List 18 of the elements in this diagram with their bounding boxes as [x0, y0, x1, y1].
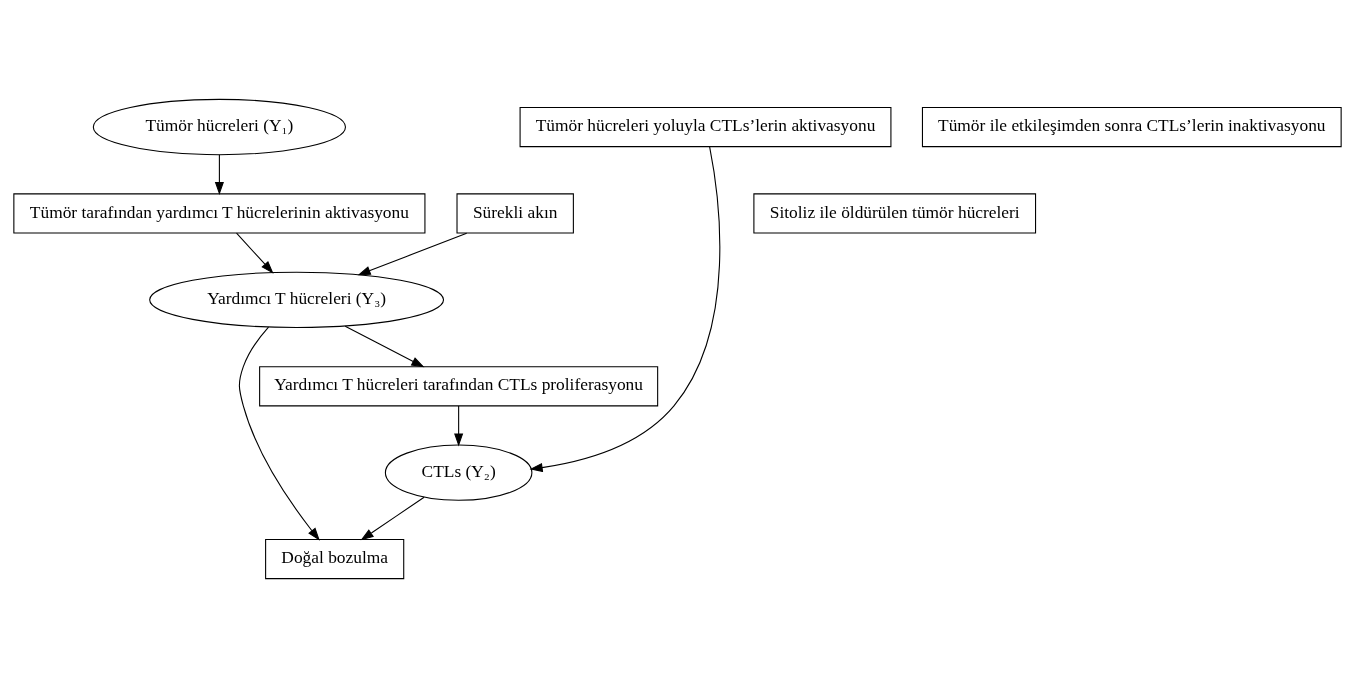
arrow	[357, 232, 467, 276]
arrow	[235, 232, 274, 274]
node-ellipse: CTLs (Y₂)	[384, 444, 532, 501]
arrow	[238, 326, 320, 541]
node-box: Yardımcı T hücreleri tarafından CTLs proliferasyonu	[258, 366, 658, 407]
node-box: Doğal bozulma	[264, 538, 404, 580]
node-box: Tümör tarafından yardımcı T hücrelerinin aktivasyonu	[12, 193, 425, 234]
node-ellipse: Tümör hücreleri (Y₁)	[92, 98, 346, 156]
node-box: Tümör ile etkileşimden sonra CTLs’lerin inaktivasyonu	[921, 106, 1342, 148]
node-ellipse: Yardımcı T hücreleri (Y₃)	[148, 271, 444, 329]
arrow	[529, 146, 720, 473]
arrow	[214, 154, 224, 195]
node-box: Sitoliz ile öldürülen tümör hücreleri	[752, 193, 1036, 234]
node-box: Sürekli akın	[455, 193, 574, 234]
arrow	[360, 496, 425, 541]
arrow	[344, 325, 424, 368]
node-box: Tümör hücreleri yoluyla CTLs’lerin aktivasyonu	[519, 106, 891, 148]
arrow	[453, 405, 463, 447]
